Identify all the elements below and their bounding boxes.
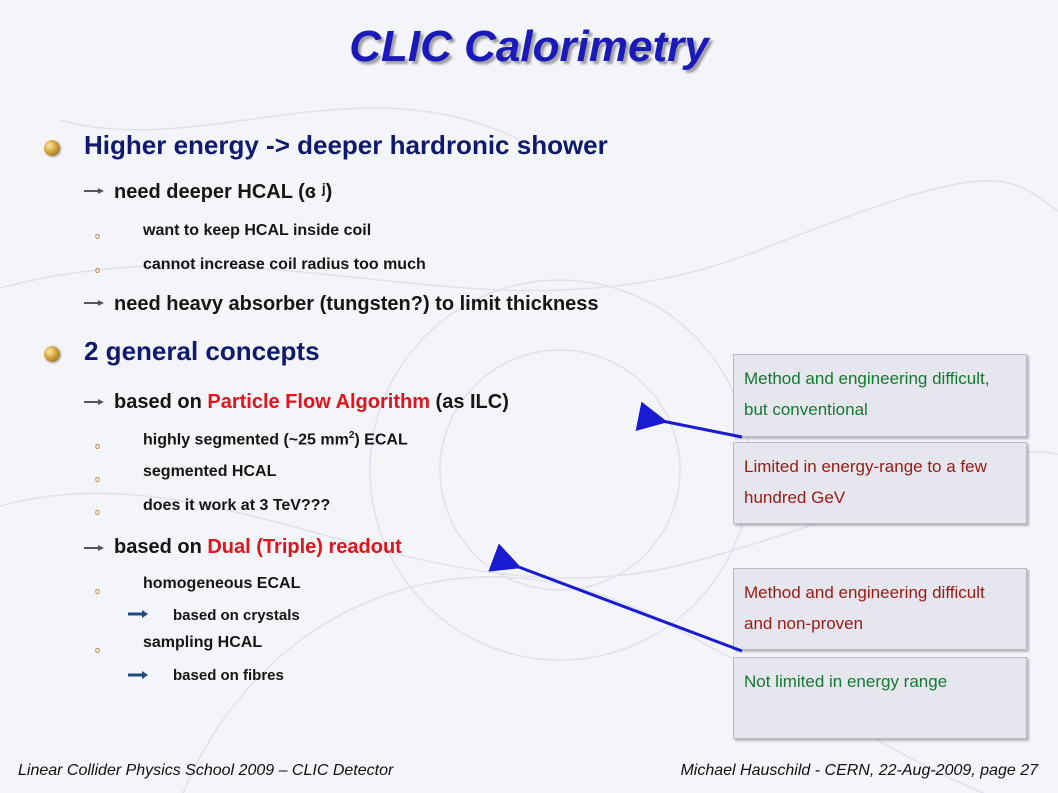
- bullet-crystals: based on crystals: [173, 607, 300, 624]
- bullet-heavy-absorber: need heavy absorber (tungsten?) to limit…: [114, 293, 599, 315]
- bullet-fibres: based on fibres: [173, 667, 284, 684]
- symbol-lambda: ɞ ʲ: [304, 181, 326, 203]
- callout-pfa-con: Limited in energy-range to a few hundred…: [733, 442, 1027, 524]
- bullet-sampling-hcal: sampling HCAL: [143, 634, 263, 651]
- slide-title: CLIC Calorimetry: [349, 22, 709, 71]
- pfa-highlight: Particle Flow Algorithm: [207, 391, 430, 413]
- bullet-deeper-hcal: need deeper HCAL (ɞ ʲ): [114, 181, 333, 203]
- arrow-bullet-icon: [84, 188, 104, 194]
- arrow-bullet-icon: [84, 545, 104, 551]
- footer-right: Michael Hauschild - CERN, 22-Aug-2009, p…: [680, 762, 1038, 779]
- small-circle-bullet-icon: o: [95, 441, 101, 451]
- bullet-gold-icon: [44, 346, 60, 362]
- bullet-gold-icon: [44, 140, 60, 156]
- bullet-homogeneous-ecal: homogeneous ECAL: [143, 575, 301, 592]
- bullet-pfa: based on Particle Flow Algorithm (as ILC…: [114, 391, 509, 413]
- arrow-bullet-icon: [84, 300, 104, 306]
- arrow-bullet-icon: [128, 610, 148, 618]
- bullet-hcal-inside-coil: want to keep HCAL inside coil: [143, 222, 372, 239]
- bullet-segmented-hcal: segmented HCAL: [143, 463, 277, 480]
- small-circle-bullet-icon: o: [95, 586, 101, 596]
- bullet-general-concepts: 2 general concepts: [84, 336, 320, 366]
- bullet-dual-readout: based on Dual (Triple) readout: [114, 536, 402, 558]
- callout-dual-pro: Not limited in energy range: [733, 657, 1027, 739]
- small-circle-bullet-icon: o: [95, 474, 101, 484]
- small-circle-bullet-icon: o: [95, 645, 101, 655]
- small-circle-bullet-icon: o: [95, 507, 101, 517]
- small-circle-bullet-icon: o: [95, 265, 101, 275]
- bullet-higher-energy: Higher energy -> deeper hardronic shower: [84, 130, 608, 160]
- arrow-bullet-icon: [84, 399, 104, 405]
- callout-pfa-pro: Method and engineering difficult, but co…: [733, 354, 1027, 437]
- bullet-highly-segmented: highly segmented (~25 mm2) ECAL: [143, 430, 408, 449]
- arrow-bullet-icon: [128, 671, 148, 679]
- callout-dual-con: Method and engineering difficult and non…: [733, 568, 1027, 650]
- small-circle-bullet-icon: o: [95, 231, 101, 241]
- dual-readout-highlight: Dual (Triple) readout: [207, 536, 402, 558]
- bullet-coil-radius: cannot increase coil radius too much: [143, 256, 426, 273]
- bullet-3tev: does it work at 3 TeV???: [143, 497, 331, 514]
- footer-left: Linear Collider Physics School 2009 – CL…: [18, 762, 394, 779]
